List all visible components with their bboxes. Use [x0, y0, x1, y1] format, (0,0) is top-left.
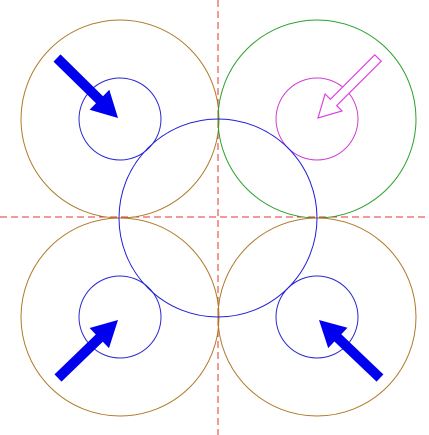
arrow-down-left-outline-icon — [317, 53, 383, 119]
arrow-up-right-icon — [54, 320, 118, 382]
quadrant-top-right — [217, 19, 417, 219]
quadrant-bottom-left — [20, 217, 220, 417]
inner-circle — [275, 77, 359, 161]
quadrant-top-left — [20, 19, 220, 219]
arrow-shape — [54, 320, 118, 382]
arrow-shape — [53, 54, 118, 118]
quadrant-bottom-right — [217, 217, 417, 417]
outer-circle — [20, 217, 220, 417]
inner-circle — [275, 275, 359, 359]
outer-circle — [217, 217, 417, 417]
inner-circle — [78, 77, 162, 161]
arrow-down-right-icon — [53, 54, 118, 118]
arrow-shape — [317, 53, 383, 119]
arrow-shape — [319, 320, 384, 382]
arrow-up-left-icon — [319, 320, 384, 382]
outer-circle — [20, 19, 220, 219]
inner-circle — [78, 275, 162, 359]
outer-circle — [217, 19, 417, 219]
central-circle — [118, 118, 318, 318]
